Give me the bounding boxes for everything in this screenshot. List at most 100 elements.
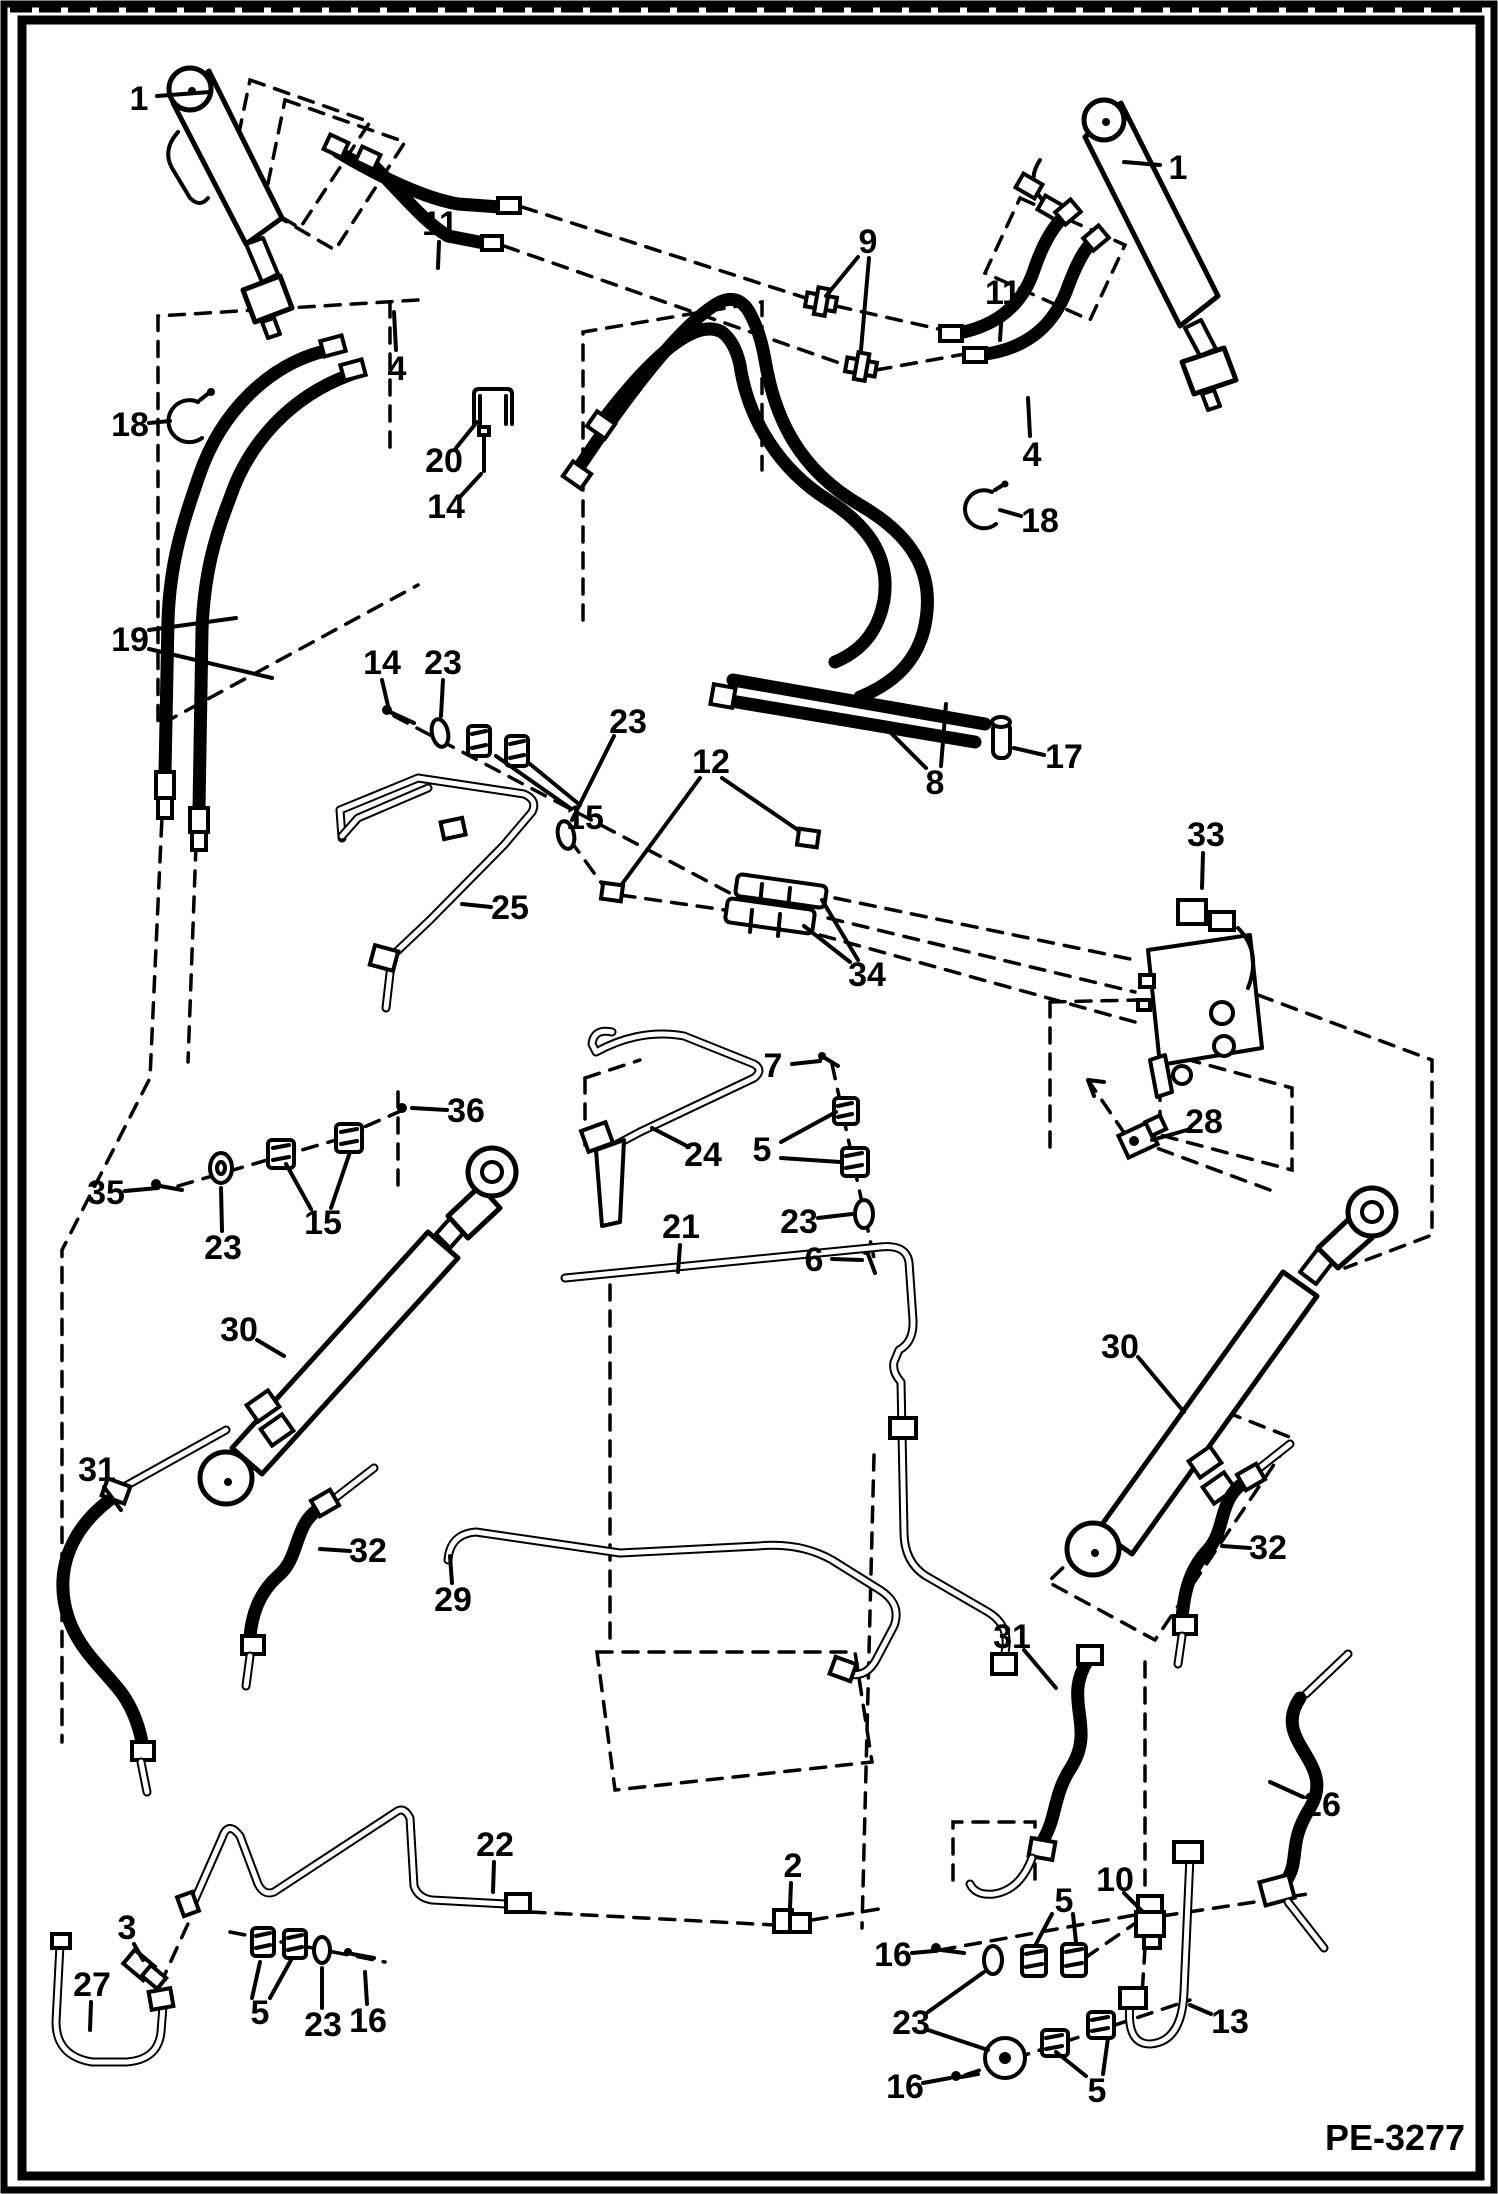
callout-30-33: 30 [220, 1311, 258, 1349]
lift-cylinder-left [166, 65, 295, 340]
callout-leader-4 [1026, 396, 1032, 438]
callout-16-47: 16 [886, 2068, 924, 2106]
callout-23-14: 23 [609, 703, 647, 741]
callout-2-42: 2 [784, 1847, 803, 1885]
callout-leader-6 [830, 1257, 864, 1262]
callout-19-11: 19 [111, 621, 149, 659]
callout-leader-29 [448, 1554, 454, 1585]
callout-leader-11 [998, 308, 1004, 342]
hose-pair-right-11-4 [938, 196, 1112, 364]
callout-leader-34 [820, 898, 860, 962]
callout-7-26: 7 [764, 1047, 783, 1085]
callout-leader-2 [788, 1881, 793, 1910]
callout-leader-5 [1054, 2050, 1088, 2078]
bolt-14-top [477, 425, 491, 473]
tilt-cylinder-left-30 [197, 1145, 519, 1507]
callout-leader-27 [88, 2000, 93, 2032]
callout-leader-8 [939, 702, 948, 768]
callout-leader-14 [457, 472, 483, 500]
callout-23-46: 23 [892, 2004, 930, 2042]
hose-32-right [1172, 1439, 1295, 1669]
callout-5-52: 5 [251, 1994, 270, 2032]
callout-31-38: 31 [993, 1618, 1031, 1656]
callout-leader-36 [410, 1106, 449, 1112]
callout-29-37: 29 [434, 1581, 472, 1619]
callout-leader-23 [926, 1970, 986, 2014]
fitting-28 [1115, 1112, 1169, 1161]
callout-leader-3 [132, 1942, 145, 1962]
fitting-3 [120, 1946, 169, 1992]
callout-leader-10 [1122, 1891, 1145, 1914]
clamp-18-left [166, 388, 215, 445]
callout-18-10: 18 [1021, 502, 1059, 540]
callout-34-21: 34 [848, 956, 886, 994]
callout-leader-31 [102, 1485, 123, 1512]
callout-30-34: 30 [1101, 1328, 1139, 1366]
callout-31-35: 31 [78, 1451, 116, 1489]
callout-leader-19 [147, 647, 274, 680]
hardware-35-23-15-36 [151, 1103, 407, 1192]
tube-24 [578, 1026, 764, 1228]
callout-3-50: 3 [118, 1909, 137, 1947]
callout-leader-26 [1268, 1780, 1305, 1799]
callout-leader-16 [921, 2076, 952, 2085]
tilt-cylinder-right-30 [1064, 1185, 1399, 1578]
plug-17 [990, 715, 1012, 760]
tube-21 [560, 1242, 1018, 1676]
callout-leader-8 [886, 728, 928, 770]
callout-23-13: 23 [424, 644, 462, 682]
callout-36-25: 36 [447, 1092, 485, 1130]
callout-13-49: 13 [1211, 2003, 1249, 2041]
callout-leader-11 [436, 240, 441, 270]
bracket-20 [472, 387, 514, 426]
callout-1-0: 1 [130, 80, 149, 118]
callout-leader-15 [494, 754, 572, 810]
callout-8-17: 8 [926, 764, 945, 802]
hoses-19 [154, 332, 369, 852]
callout-leader-5 [779, 1110, 838, 1144]
hose-pair-left-11-4 [320, 131, 522, 252]
tube-27 [50, 1932, 176, 2067]
lift-cylinder-right [1012, 97, 1239, 412]
callout-leader-23 [439, 678, 445, 718]
callout-leader-1 [1122, 160, 1162, 167]
hardware-bottom-right-16-23-5 [931, 1942, 1116, 2081]
callout-leader-18 [147, 419, 172, 425]
callout-20-8: 20 [425, 442, 463, 480]
callout-23-28: 23 [780, 1203, 818, 1241]
callout-leader-9 [859, 256, 871, 352]
callout-5-48: 5 [1088, 2072, 1107, 2110]
tube-13 [1118, 1840, 1204, 2049]
fittings-12-34 [598, 826, 829, 938]
callout-leader-15 [284, 1162, 313, 1211]
callout-14-9: 14 [427, 488, 465, 526]
callout-leader-21 [676, 1243, 682, 1274]
callout-9-4: 9 [859, 223, 878, 261]
callout-leader-5 [250, 1960, 262, 2000]
hoses-8 [560, 292, 992, 749]
callout-leader-23 [926, 2028, 990, 2052]
callout-15-15: 15 [566, 799, 604, 837]
callout-leader-22 [491, 1860, 496, 1894]
callout-leader-13 [1188, 2003, 1213, 2016]
callout-leader-34 [802, 924, 852, 964]
hardware-7-5-23-6 [818, 1052, 877, 1275]
callout-leader-12 [620, 776, 702, 886]
callout-leader-23 [816, 1212, 854, 1220]
callout-leader-16 [363, 1970, 369, 2006]
callout-21-31: 21 [662, 1208, 700, 1246]
callout-24-30: 24 [684, 1136, 722, 1174]
control-valve-33 [1136, 898, 1264, 1099]
callout-23-23: 23 [204, 1229, 242, 1267]
callout-11-5: 11 [985, 274, 1021, 312]
callout-25-19: 25 [491, 889, 529, 927]
callout-leader-32 [318, 1547, 352, 1553]
callout-leader-20 [454, 420, 479, 450]
callout-33-20: 33 [1187, 816, 1225, 854]
callout-leader-28 [1150, 1128, 1189, 1142]
callout-leader-5 [1034, 1912, 1054, 1946]
callout-leader-15 [329, 1150, 352, 1210]
callout-4-3: 4 [388, 350, 407, 388]
callout-leader-12 [720, 776, 800, 832]
